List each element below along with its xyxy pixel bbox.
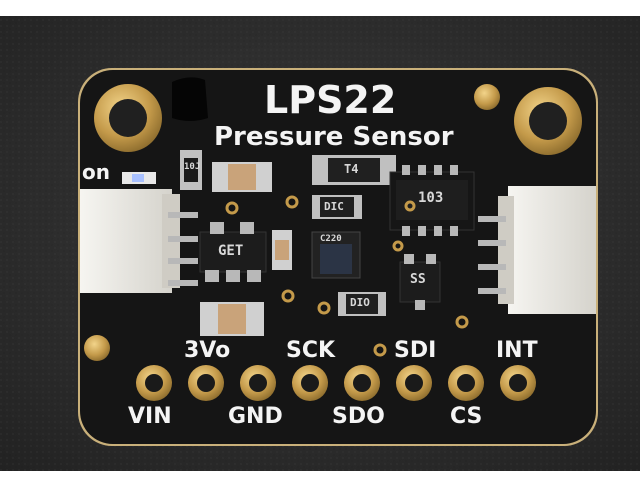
pin-label-sdo: SDO [332, 404, 385, 429]
pin-label-gnd: GND [228, 404, 283, 429]
sensor-marking: C220 [320, 234, 342, 244]
mounting-hole-top-left [94, 84, 162, 152]
via-pad [474, 84, 500, 110]
mounting-hole-top-right [514, 87, 582, 155]
diode-mid-marking: DIC [324, 200, 344, 213]
resistor-array [389, 165, 475, 236]
pin-label-sck: SCK [286, 338, 336, 363]
stemma-connector-left [80, 189, 198, 293]
pin-label-cs: CS [450, 404, 483, 429]
via-pad [84, 335, 110, 361]
stemma-connector-right [478, 186, 596, 314]
vias [225, 195, 469, 357]
pin-label-vin: VIN [128, 404, 172, 429]
pin-label-int: INT [496, 338, 538, 363]
obscured-area [172, 77, 208, 121]
pin-label-sdi: SDI [394, 338, 437, 363]
diode-low-marking: DIO [350, 296, 370, 309]
resistor-small-marking: 10J [184, 162, 201, 172]
diode-top-marking: T4 [344, 162, 359, 176]
regulator-marking: GET [218, 243, 244, 259]
header-pins [136, 365, 536, 401]
power-led-label: on [82, 160, 110, 184]
mosfet [399, 254, 441, 310]
voltage-regulator [199, 222, 267, 282]
mosfet-marking: SS [410, 272, 426, 287]
resistor-array-marking: 103 [418, 190, 444, 206]
board-title: LPS22 [264, 78, 397, 122]
lps22-sensor-chip [311, 231, 361, 279]
board-subtitle: Pressure Sensor [214, 122, 454, 152]
pin-label-3vo: 3Vo [184, 338, 231, 363]
